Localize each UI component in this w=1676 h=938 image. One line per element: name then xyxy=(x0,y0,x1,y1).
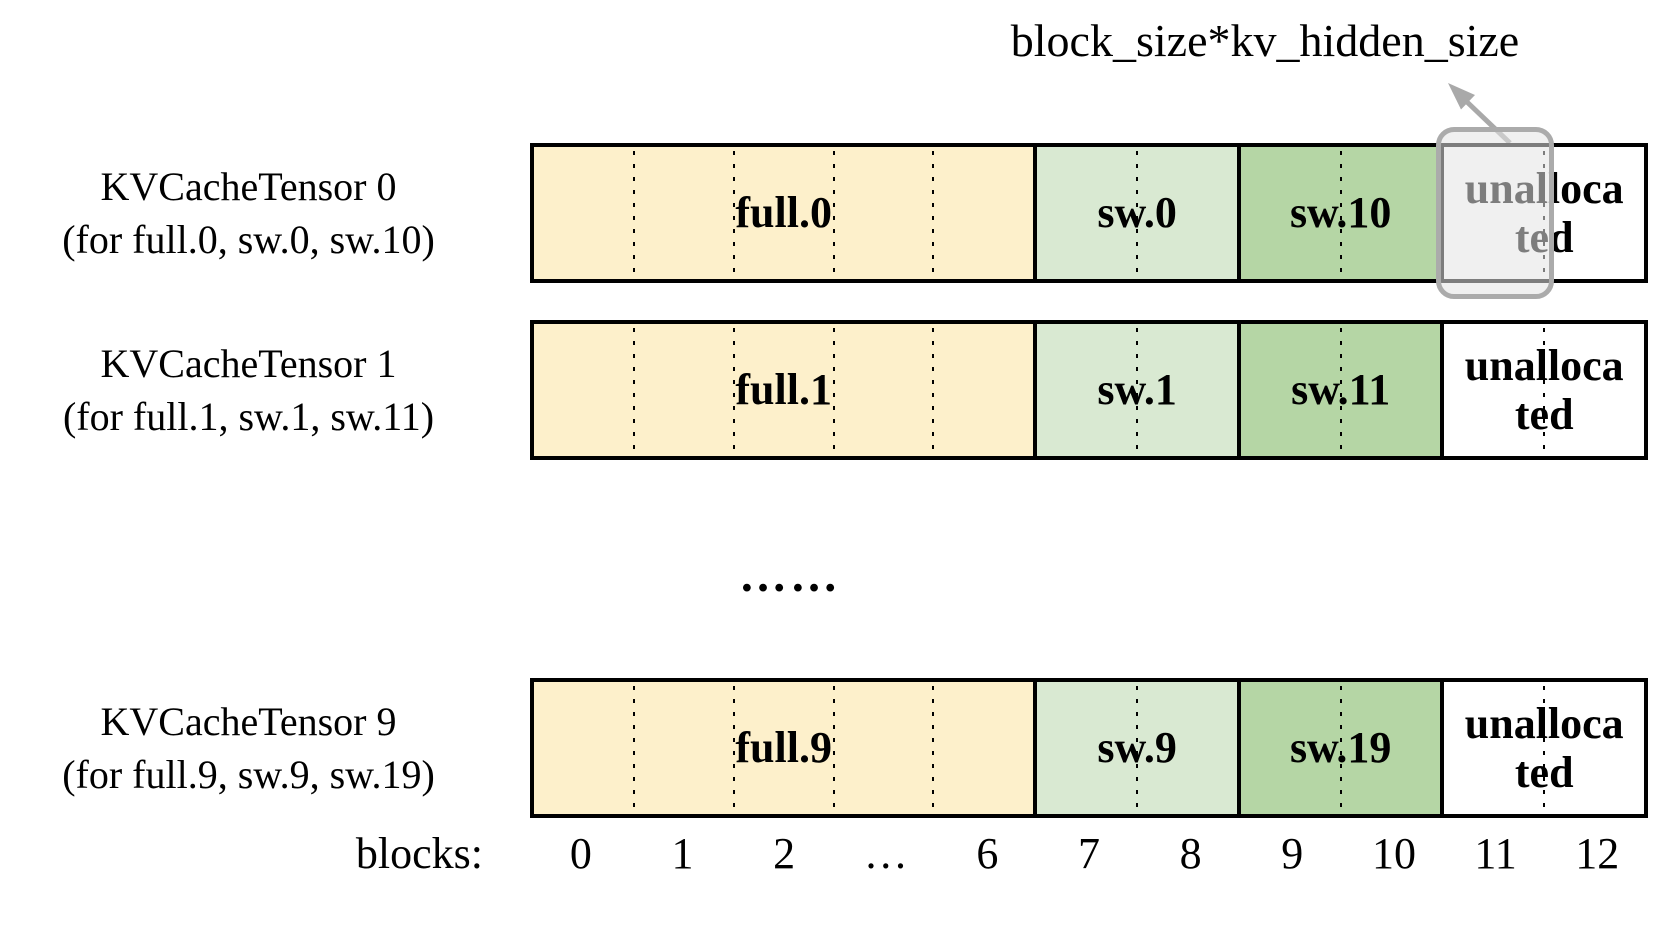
block-divider-dotted-line xyxy=(632,151,635,275)
block-tick: 11 xyxy=(1474,829,1517,878)
tensor-0-subtitle: (for full.0, sw.0, sw.10) xyxy=(62,217,435,262)
segment-label: sw.1 xyxy=(1097,365,1177,415)
block-divider-dotted-line xyxy=(732,328,735,452)
segment-label: full.1 xyxy=(735,365,832,415)
block-divider-dotted-line xyxy=(1339,686,1342,810)
tensor-9-subtitle: (for full.9, sw.9, sw.19) xyxy=(62,752,435,797)
segment-label: sw.19 xyxy=(1289,723,1392,773)
tensor-0-label: KVCacheTensor 0 (for full.0, sw.0, sw.10… xyxy=(0,143,497,283)
block-tick: … xyxy=(863,829,908,878)
segment-sw-0: sw.0 xyxy=(1033,147,1237,279)
block-divider-dotted-line xyxy=(1136,151,1139,275)
tensor-row-1: KVCacheTensor 1 (for full.1, sw.1, sw.11… xyxy=(0,320,1676,460)
tensor-1-subtitle: (for full.1, sw.1, sw.11) xyxy=(62,394,435,439)
segment-full-1: full.1 xyxy=(534,324,1034,456)
segment-sw-19: sw.19 xyxy=(1236,682,1441,814)
segment-sw-1: sw.1 xyxy=(1033,324,1237,456)
highlighted-block-outline xyxy=(1436,127,1554,299)
segment-label: sw.10 xyxy=(1289,188,1392,238)
tensor-1-title: KVCacheTensor 1 xyxy=(100,340,397,386)
block-divider-dotted-line xyxy=(1339,151,1342,275)
block-tick: 7 xyxy=(1078,829,1101,878)
blocks-axis: blocks: 0 1 2 … 6 7 8 9 10 11 12 xyxy=(0,828,1676,898)
block-tick: 10 xyxy=(1371,829,1416,878)
block-divider-dotted-line xyxy=(632,328,635,452)
block-divider-dotted-line xyxy=(732,151,735,275)
block-divider-dotted-line xyxy=(932,151,935,275)
tensor-row-0: KVCacheTensor 0 (for full.0, sw.0, sw.10… xyxy=(0,127,1676,299)
segment-label: sw.11 xyxy=(1291,365,1391,415)
segment-label: sw.9 xyxy=(1097,723,1177,773)
blocks-axis-label: blocks: xyxy=(355,829,483,878)
tensor-9-title: KVCacheTensor 9 xyxy=(100,698,397,744)
block-divider-dotted-line xyxy=(1543,328,1546,452)
block-tick: 6 xyxy=(976,829,999,878)
block-divider-dotted-line xyxy=(1136,686,1139,810)
segment-sw-10: sw.10 xyxy=(1236,147,1441,279)
segment-sw-11: sw.11 xyxy=(1236,324,1441,456)
block-tick: 9 xyxy=(1281,829,1304,878)
rows-ellipsis: …… xyxy=(739,549,841,602)
segment-full-0: full.0 xyxy=(534,147,1034,279)
block-tick: 1 xyxy=(671,829,694,878)
tensor-row-9: KVCacheTensor 9 (for full.9, sw.9, sw.19… xyxy=(0,678,1676,818)
block-ticks: 0 1 2 … 6 7 8 9 10 11 12 xyxy=(530,828,1648,879)
block-divider-dotted-line xyxy=(932,686,935,810)
block-divider-dotted-line xyxy=(1339,328,1342,452)
block-divider-dotted-line xyxy=(732,686,735,810)
block-size-annotation: block_size*kv_hidden_size xyxy=(1010,15,1520,66)
block-divider-dotted-line xyxy=(832,328,835,452)
tensor-1-label: KVCacheTensor 1 (for full.1, sw.1, sw.11… xyxy=(0,320,497,460)
block-divider-dotted-line xyxy=(832,686,835,810)
block-divider-dotted-line xyxy=(1136,328,1139,452)
segment-label: full.9 xyxy=(735,723,832,773)
segment-label: full.0 xyxy=(735,188,832,238)
block-tick: 8 xyxy=(1179,829,1202,878)
segment-label: sw.0 xyxy=(1097,188,1177,238)
segment-full-9: full.9 xyxy=(534,682,1034,814)
segment-sw-9: sw.9 xyxy=(1033,682,1237,814)
block-tick: 2 xyxy=(773,829,796,878)
block-divider-dotted-line xyxy=(932,328,935,452)
block-tick: 12 xyxy=(1575,829,1620,878)
block-divider-dotted-line xyxy=(832,151,835,275)
tensor-0-title: KVCacheTensor 0 xyxy=(100,163,397,209)
block-divider-dotted-line xyxy=(1543,686,1546,810)
block-tick: 0 xyxy=(569,829,592,878)
block-divider-dotted-line xyxy=(632,686,635,810)
tensor-9-label: KVCacheTensor 9 (for full.9, sw.9, sw.19… xyxy=(0,678,497,818)
